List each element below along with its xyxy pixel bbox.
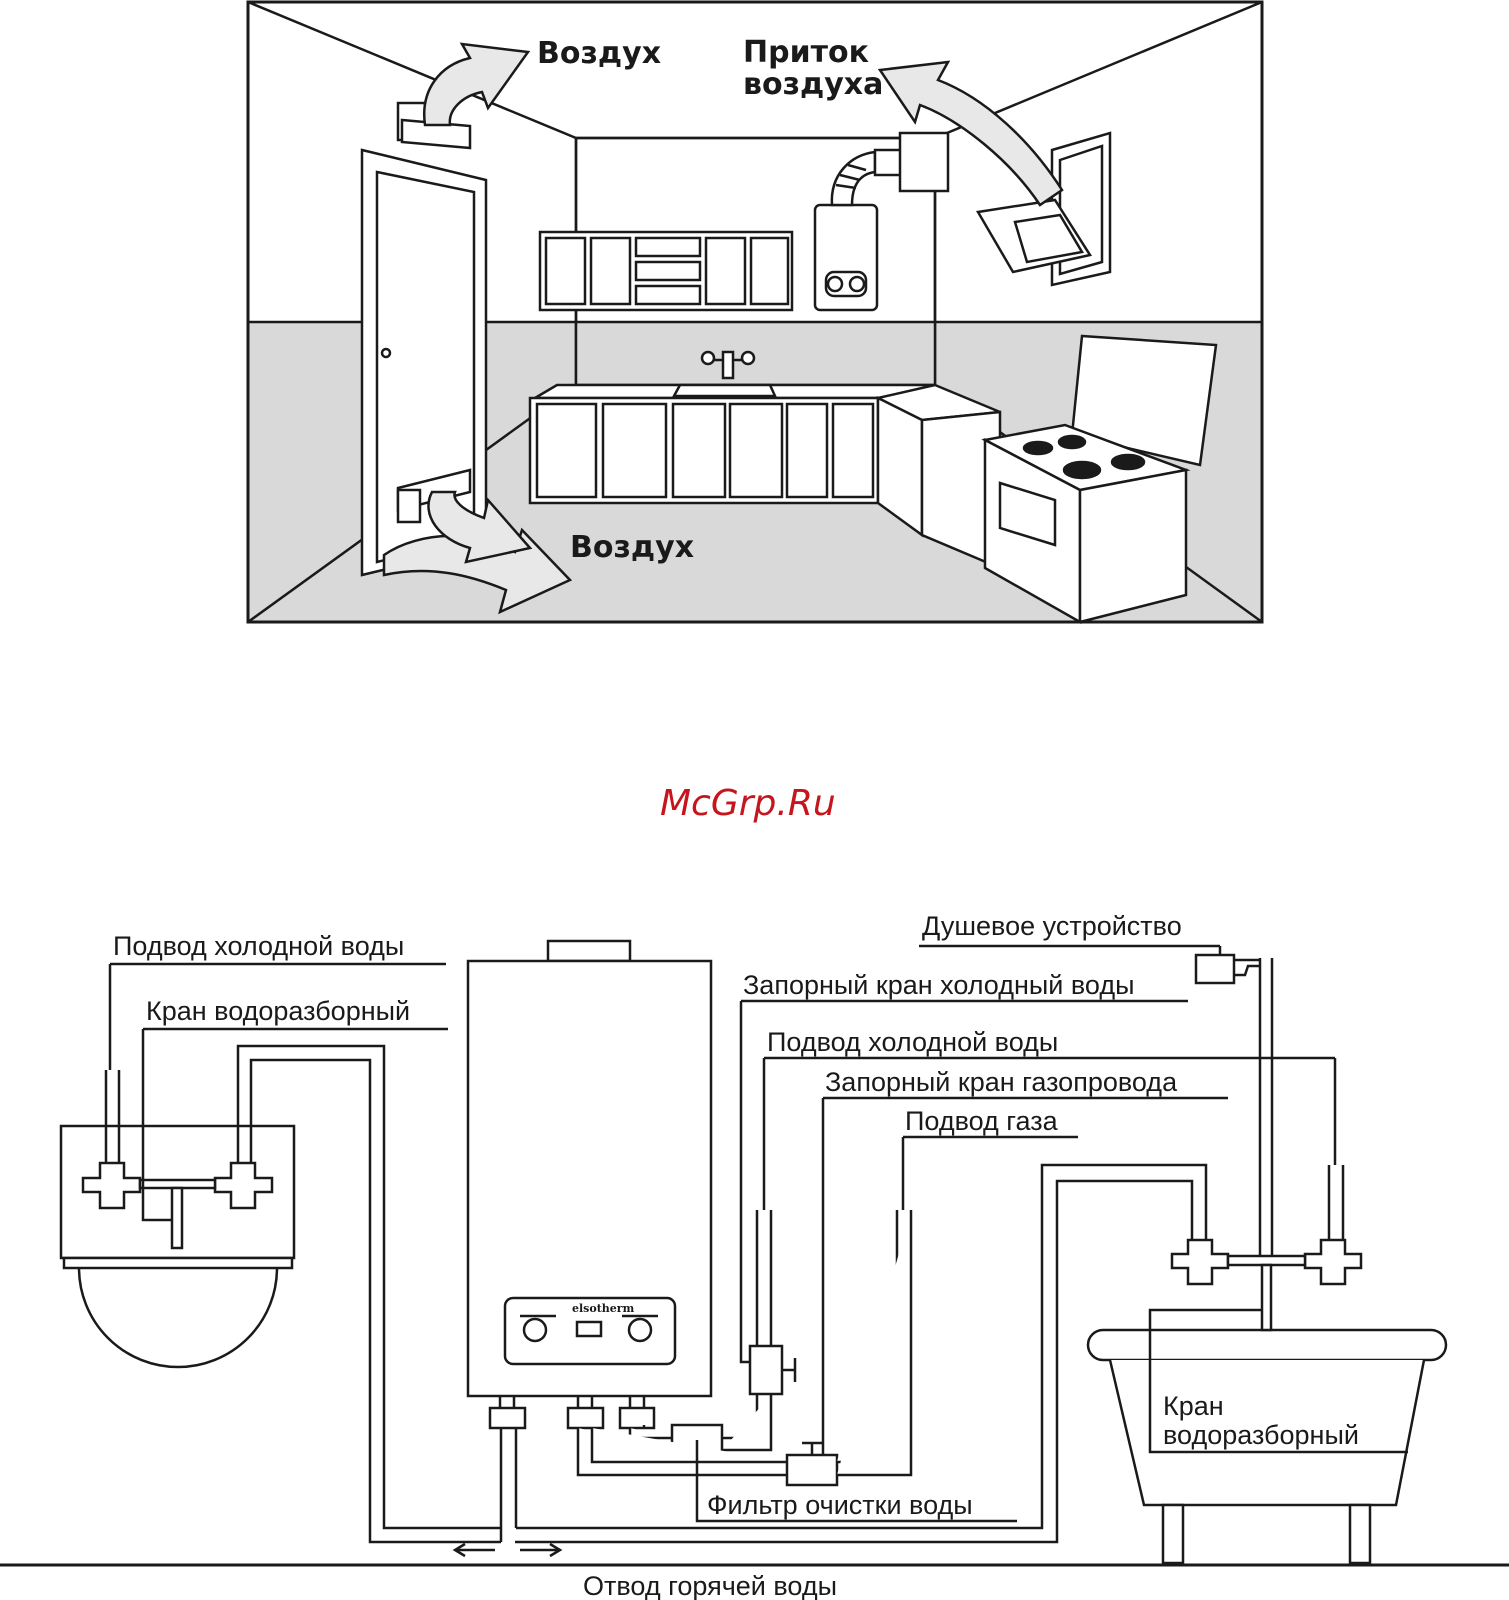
- hot-water-pipe-left: [238, 1046, 501, 1542]
- label-hot-water-outlet: Отвод горячей воды: [583, 1571, 837, 1600]
- flow-arrows: [455, 1544, 560, 1556]
- label-gas-shutoff: Запорный кран газопровода: [825, 1067, 1178, 1097]
- label-water-tap-left: Кран водоразборный: [146, 996, 410, 1026]
- shower-riser: [1196, 955, 1272, 1256]
- heater-brand-logo: elsotherm: [572, 1302, 635, 1315]
- label-gas-supply: Подвод газа: [905, 1106, 1059, 1136]
- label-water-filter: Фильтр очистки воды: [707, 1490, 973, 1520]
- label-water-tap-right-line1: Кран: [1163, 1391, 1224, 1421]
- label-shower-unit: Душевое устройство: [922, 911, 1182, 941]
- watermark: McGrp.Ru: [660, 783, 836, 824]
- label-cold-water-supply-right: Подвод холодной воды: [767, 1027, 1058, 1057]
- lower-cabinets: [530, 385, 935, 503]
- label-inflow-line2: воздуха: [743, 67, 883, 102]
- label-cold-water-supply-left: Подвод холодной воды: [113, 931, 404, 961]
- label-inflow-line1: Приток: [743, 35, 869, 70]
- label-air-top: Воздух: [537, 36, 661, 71]
- label-cold-water-shutoff: Запорный кран холодный воды: [743, 970, 1135, 1000]
- upper-cabinets: [540, 232, 792, 310]
- bath-taps: [1172, 1165, 1361, 1330]
- water-heater: [468, 941, 711, 1396]
- label-air-bottom: Воздух: [570, 530, 694, 565]
- piping-schematic: [0, 941, 1509, 1565]
- label-water-tap-right-line2: водоразборный: [1163, 1420, 1359, 1450]
- heater-connectors: [490, 1396, 654, 1428]
